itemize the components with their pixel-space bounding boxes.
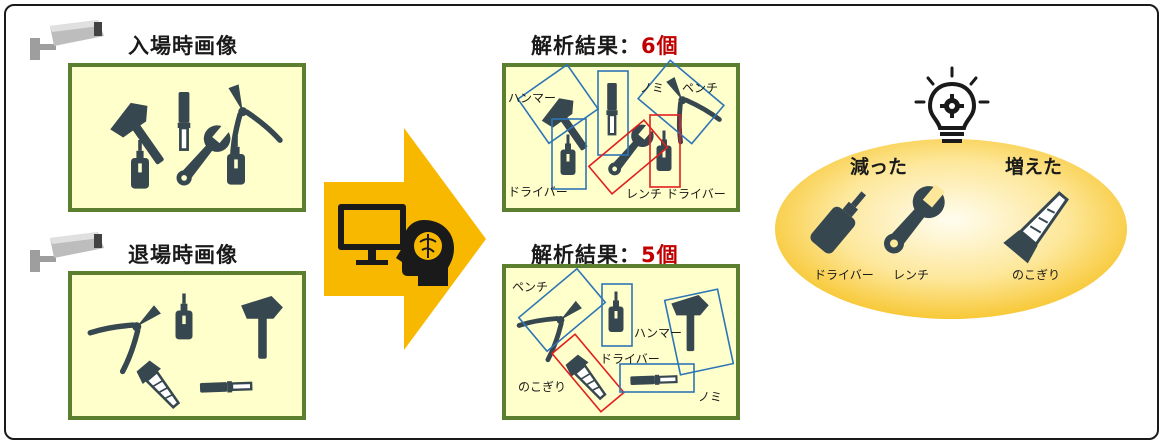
pliers-icon [519, 287, 593, 359]
label-saw: のこぎり [518, 380, 567, 394]
detection-box-hammer [516, 63, 600, 145]
increased-item-0: のこぎり [1012, 268, 1061, 282]
chisel-icon [605, 81, 619, 136]
entry-title: 入場時画像 [128, 34, 238, 58]
detection-box-driver-left [551, 118, 587, 190]
detection-box-driver [601, 283, 633, 347]
chisel-icon [176, 90, 192, 151]
security-camera-icon [30, 20, 104, 60]
detection-box-driver-right [649, 114, 681, 188]
chisel-icon [198, 379, 253, 395]
screwdriver-icon [227, 136, 245, 185]
label-hammer: ハンマー [508, 91, 557, 105]
result-bottom-label: 解析結果： [531, 243, 641, 267]
screwdriver-icon [560, 134, 576, 175]
saw-icon [132, 357, 187, 414]
chisel-icon [629, 373, 678, 387]
detection-box-hammer [663, 288, 735, 376]
label-pliers: ペンチ [682, 81, 719, 95]
pliers-icon [90, 290, 173, 371]
screwdriver-icon [810, 191, 867, 254]
result-top-title: 解析結果：6個 [531, 30, 679, 60]
result-bottom-count: 5個 [641, 243, 679, 267]
exit-image-panel [68, 271, 306, 420]
detection-box-saw [550, 333, 626, 413]
outer-frame [4, 4, 1159, 440]
hammer-icon [241, 296, 283, 359]
screwdriver-icon [608, 291, 624, 332]
detection-box-pliers [636, 59, 726, 145]
screwdriver-icon [175, 293, 193, 340]
entry-image-panel [68, 63, 306, 212]
saw-icon [1003, 191, 1069, 264]
decreased-item-1: レンチ [893, 268, 930, 282]
label-driver-right: ドライバー [666, 187, 726, 201]
wrench-icon [884, 184, 945, 254]
increased-title: 増えた [1005, 156, 1063, 178]
label-chisel: ノミ [698, 390, 723, 404]
result-bottom-panel: ペンチ ハンマー ドライバー のこぎり ノミ [502, 264, 740, 420]
detection-box-chisel [619, 363, 695, 393]
result-bottom-title: 解析結果：5個 [531, 239, 679, 269]
lightbulb-gear-icon [914, 66, 990, 143]
label-driver: ドライバー [600, 352, 660, 366]
result-top-count: 6個 [641, 34, 679, 58]
exit-title: 退場時画像 [128, 243, 238, 267]
label-hammer: ハンマー [634, 326, 683, 340]
label-chisel: ノミ [640, 81, 665, 95]
detection-box-pliers [517, 267, 607, 353]
decreased-item-0: ドライバー [814, 268, 874, 282]
security-camera-icon [30, 232, 104, 272]
label-pliers: ペンチ [512, 280, 549, 294]
detection-box-wrench [587, 118, 669, 196]
decreased-title: 減った [850, 156, 908, 178]
monitor-icon [338, 204, 406, 265]
summary-ellipse [775, 139, 1127, 319]
result-top-label: 解析結果： [531, 34, 641, 58]
result-top-panel: ハンマー ノミ ペンチ ドライバー レンチ ドライバー [502, 59, 740, 212]
label-driver-left: ドライバー [508, 185, 568, 199]
brain-head-icon [396, 220, 454, 286]
label-wrench: レンチ [626, 187, 663, 201]
detection-box-chisel [597, 70, 629, 156]
